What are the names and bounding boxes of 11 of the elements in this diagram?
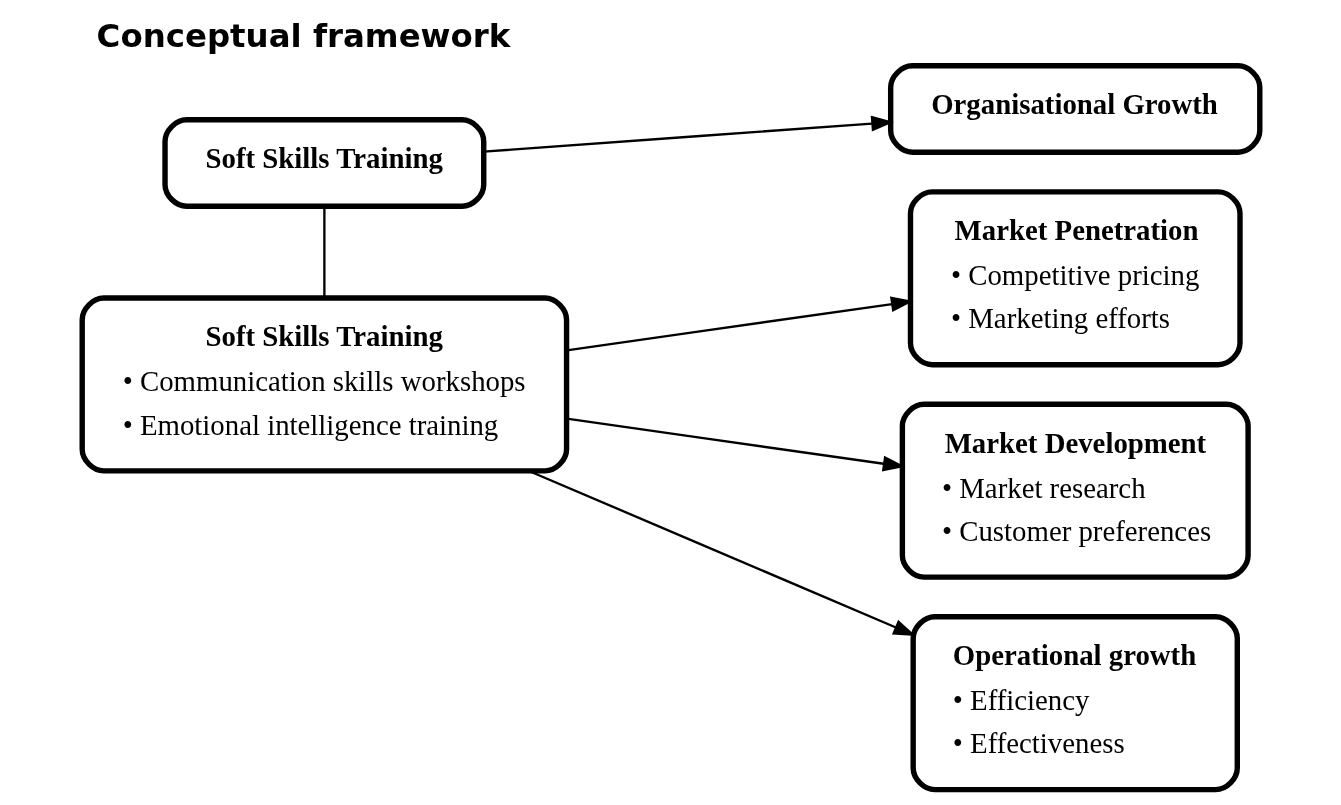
diagram-title: Conceptual framework: [96, 16, 510, 55]
node-box: Operational growth • Efficiency • Effectiveness: [909, 614, 1240, 793]
node-box: Soft Skills Training • Communication skills workshops • Emotional intelligence training: [79, 295, 569, 474]
connector: [322, 206, 326, 298]
node-box: Market Development • Market research • Customer preferences: [899, 401, 1251, 580]
node-box: Soft Skills Training: [161, 117, 486, 209]
arrow: [483, 115, 894, 153]
arrow: [566, 296, 914, 352]
arrow: [566, 417, 905, 472]
node-box: Market Penetration • Competitive pricing • Marketing efforts: [907, 189, 1243, 368]
node-box: Organisational Growth: [887, 63, 1262, 155]
